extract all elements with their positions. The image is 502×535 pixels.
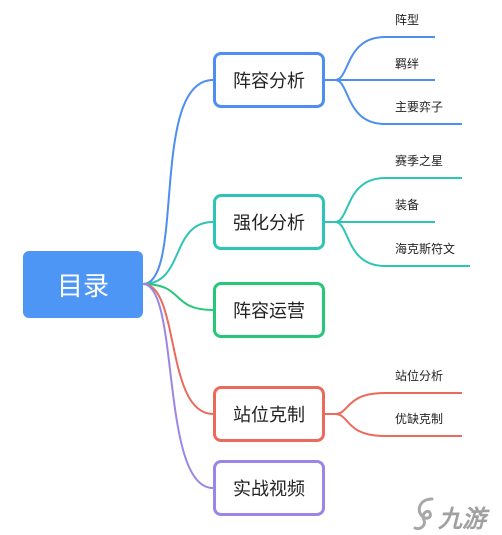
- connector-root-branch-1: [142, 79, 214, 285]
- leaf-equipment: 装备: [395, 198, 420, 212]
- leaf-positioning-analysis: 站位分析: [395, 369, 444, 383]
- branch-node-label: 强化分析: [233, 213, 305, 234]
- branch-node-gameplay-video: 实战视频: [213, 460, 325, 516]
- branch-node-positioning-counter: 站位克制: [213, 386, 325, 442]
- connector-root-branch-5: [142, 283, 214, 489]
- connector-b1-leaf-3: [325, 79, 462, 125]
- connector-root-branch-4: [142, 283, 214, 415]
- leaf-formation: 阵型: [395, 13, 420, 27]
- leaf-hextech-rune: 海克斯符文: [395, 242, 456, 256]
- branch-node-label: 站位克制: [233, 405, 305, 426]
- connector-root-branch-2: [142, 221, 214, 285]
- connector-b4-leaf-2: [325, 413, 462, 437]
- branch-node-lineup-analysis: 阵容分析: [213, 52, 325, 108]
- leaf-synergy: 羁绊: [395, 57, 420, 71]
- watermark-text: 九游: [438, 505, 486, 533]
- branch-node-label: 实战视频: [233, 479, 305, 500]
- leaf-pros-cons-counter: 优缺克制: [395, 412, 444, 426]
- leaf-season-star: 赛季之星: [395, 154, 444, 168]
- watermark: 九游: [412, 496, 500, 534]
- jiuyou-logo-icon: [413, 497, 434, 530]
- branch-node-lineup-operation: 阵容运营: [213, 282, 325, 338]
- connector-b2-leaf-3: [325, 221, 470, 267]
- branch-node-augment-analysis: 强化分析: [213, 194, 325, 250]
- leaf-main-units: 主要弈子: [395, 100, 444, 114]
- branch-node-label: 阵容分析: [233, 71, 305, 92]
- branch-node-label: 阵容运营: [233, 301, 305, 322]
- root-node-label: 目录: [56, 272, 109, 302]
- root-node: 目录: [23, 251, 143, 318]
- connector-b2-leaf-1: [325, 177, 462, 223]
- connector-root-branch-3: [142, 283, 214, 311]
